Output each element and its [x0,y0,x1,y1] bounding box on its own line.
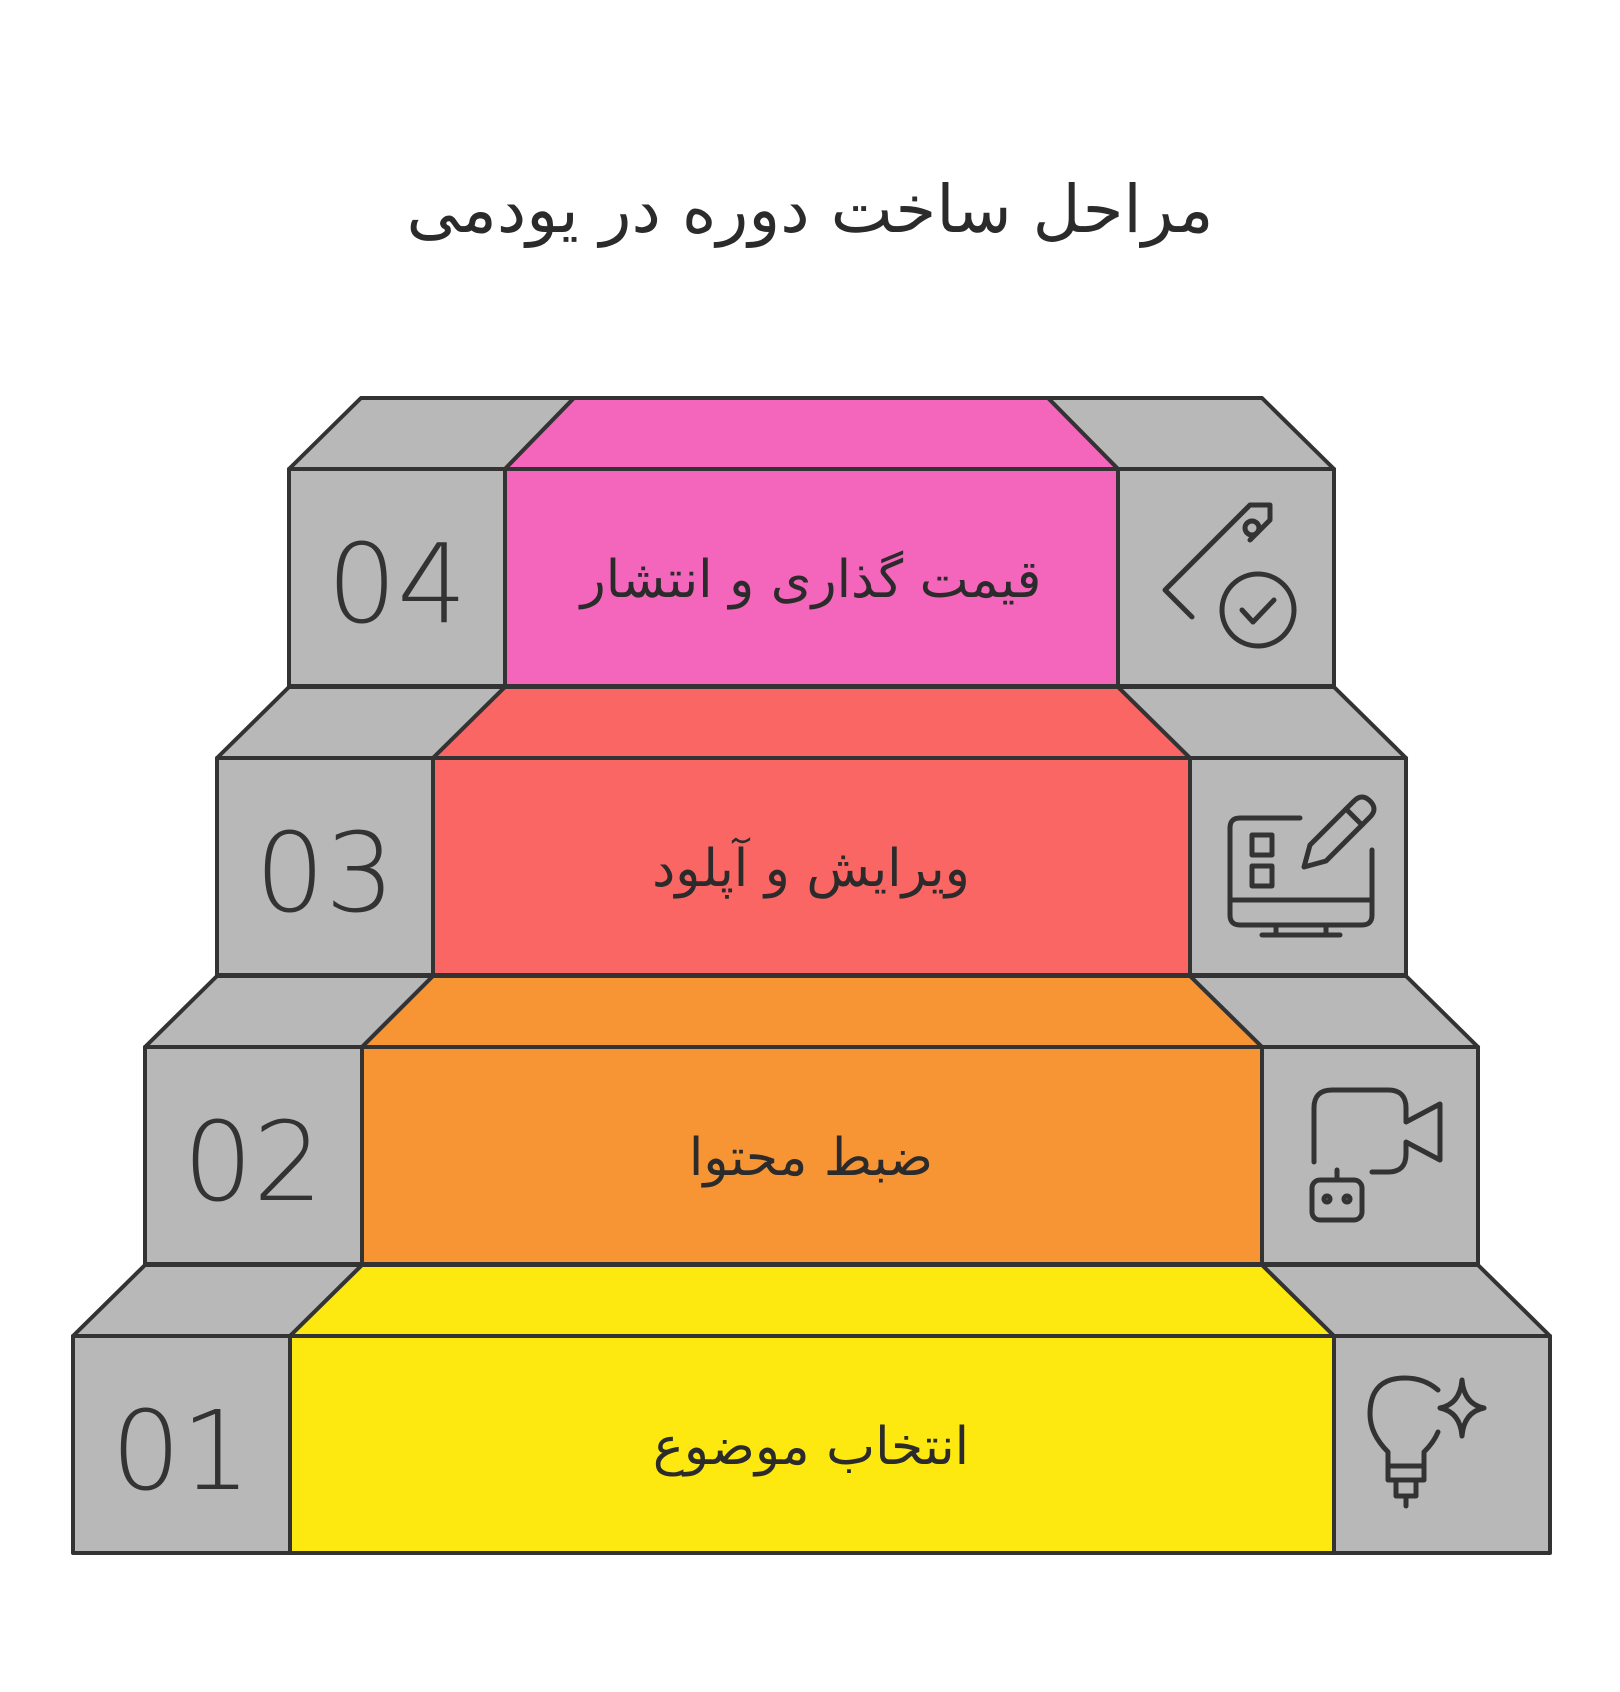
step-2-icon-block [1260,1045,1480,1266]
lightbulb-sparkle-icon [1367,1375,1487,1509]
step-4: 04 قیمت گذاری و انتشار [287,396,1336,688]
step-2-tread [360,974,1264,1049]
step-1-tread [288,1263,1336,1338]
step-1-face [288,1334,1336,1555]
step-3-label: ویرایش و آپلود [652,836,970,899]
price-tag-check-icon [1162,502,1297,649]
step-4-number: 04 [327,520,467,648]
step-2-face [360,1045,1264,1266]
step-4-icon-block [1116,467,1336,688]
monitor-edit-icon [1227,794,1377,938]
step-4-tread [503,396,1120,471]
step-1-icon-block [1332,1334,1552,1555]
step-3: 03 ویرایش و آپلود [215,685,1408,977]
step-4-label: قیمت گذاری و انتشار [578,550,1042,610]
step-2-label: ضبط محتوا [689,1128,933,1188]
step-2-number: 02 [183,1098,323,1226]
step-3-face [431,756,1192,977]
step-3-tread [431,685,1192,760]
step-4-face [503,467,1120,688]
step-2: 02 ضبط محتوا [143,974,1480,1266]
video-camera-robot-icon [1309,1087,1443,1223]
step-1-number: 01 [111,1387,251,1515]
step-1-number-block [71,1334,292,1555]
step-1: 01 انتخاب موضوع [71,1263,1552,1555]
step-2-number-block [143,1045,364,1266]
step-1-label: انتخاب موضوع [653,1417,969,1477]
step-3-number: 03 [255,809,395,937]
page-title: مراحل ساخت دوره در یودمی [406,171,1214,248]
